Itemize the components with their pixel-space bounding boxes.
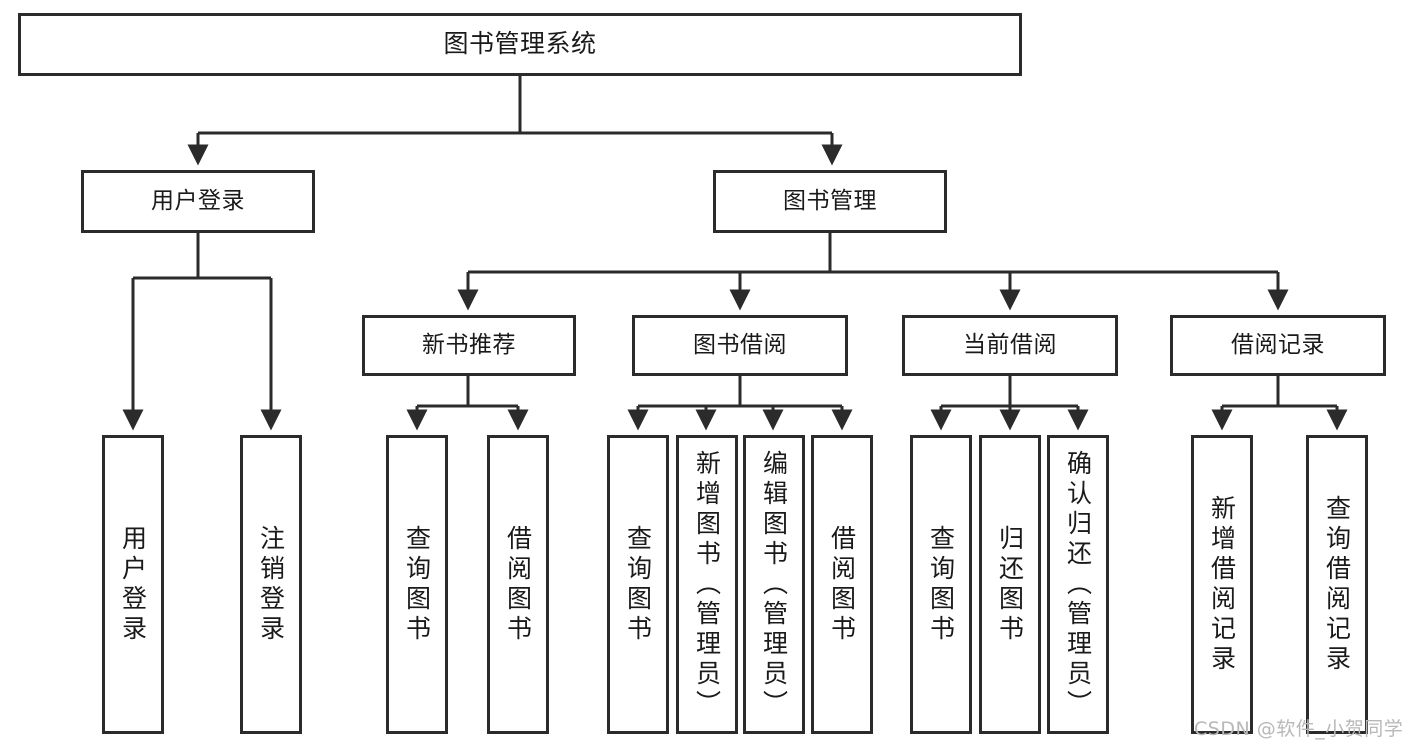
leaf-return-book[interactable]: 归还图书 bbox=[979, 435, 1041, 734]
node-label: 图书管理 bbox=[783, 188, 877, 215]
node-root-system[interactable]: 图书管理系统 bbox=[18, 13, 1022, 76]
node-label: 用户登录 bbox=[151, 188, 245, 215]
leaf-add-book-admin[interactable]: 新增图书（管理员） bbox=[676, 435, 738, 734]
node-new-book-recommend[interactable]: 新书推荐 bbox=[362, 315, 576, 376]
node-label: 查询借阅记录 bbox=[1322, 494, 1352, 675]
node-label: 图书借阅 bbox=[693, 332, 787, 359]
leaf-confirm-return-admin[interactable]: 确认归还（管理员） bbox=[1047, 435, 1109, 734]
leaf-query-borrow-record[interactable]: 查询借阅记录 bbox=[1306, 435, 1368, 734]
node-borrow-record[interactable]: 借阅记录 bbox=[1170, 315, 1386, 376]
leaf-logout[interactable]: 注销登录 bbox=[240, 435, 302, 734]
node-label: 借阅图书 bbox=[827, 524, 857, 645]
node-label: 查询图书 bbox=[402, 524, 432, 645]
csdn-watermark: CSDN @软件_小贺同学 bbox=[1194, 718, 1404, 740]
leaf-user-login[interactable]: 用户登录 bbox=[102, 435, 164, 734]
leaf-borrow-book[interactable]: 借阅图书 bbox=[811, 435, 873, 734]
node-label: 编辑图书（管理员） bbox=[759, 449, 789, 720]
leaf-query-book-current[interactable]: 查询图书 bbox=[910, 435, 972, 734]
node-label: 新书推荐 bbox=[422, 332, 516, 359]
node-label: 新增借阅记录 bbox=[1207, 494, 1237, 675]
node-label: 图书管理系统 bbox=[443, 29, 597, 59]
node-label: 注销登录 bbox=[256, 524, 286, 645]
leaf-edit-book-admin[interactable]: 编辑图书（管理员） bbox=[743, 435, 805, 734]
node-current-borrow[interactable]: 当前借阅 bbox=[902, 315, 1118, 376]
leaf-add-borrow-record[interactable]: 新增借阅记录 bbox=[1191, 435, 1253, 734]
node-label: 确认归还（管理员） bbox=[1063, 449, 1093, 720]
node-user-login[interactable]: 用户登录 bbox=[81, 170, 315, 233]
node-label: 借阅图书 bbox=[503, 524, 533, 645]
node-book-borrow[interactable]: 图书借阅 bbox=[632, 315, 848, 376]
node-label: 新增图书（管理员） bbox=[692, 449, 722, 720]
leaf-query-book-borrow[interactable]: 查询图书 bbox=[607, 435, 669, 734]
leaf-query-book-newbook[interactable]: 查询图书 bbox=[386, 435, 448, 734]
node-label: 当前借阅 bbox=[963, 332, 1057, 359]
leaf-borrow-book-newbook[interactable]: 借阅图书 bbox=[487, 435, 549, 734]
node-label: 归还图书 bbox=[995, 524, 1025, 645]
node-label: 借阅记录 bbox=[1231, 332, 1325, 359]
node-label: 查询图书 bbox=[926, 524, 956, 645]
node-label: 查询图书 bbox=[623, 524, 653, 645]
node-book-management[interactable]: 图书管理 bbox=[713, 170, 947, 233]
node-label: 用户登录 bbox=[118, 524, 148, 645]
